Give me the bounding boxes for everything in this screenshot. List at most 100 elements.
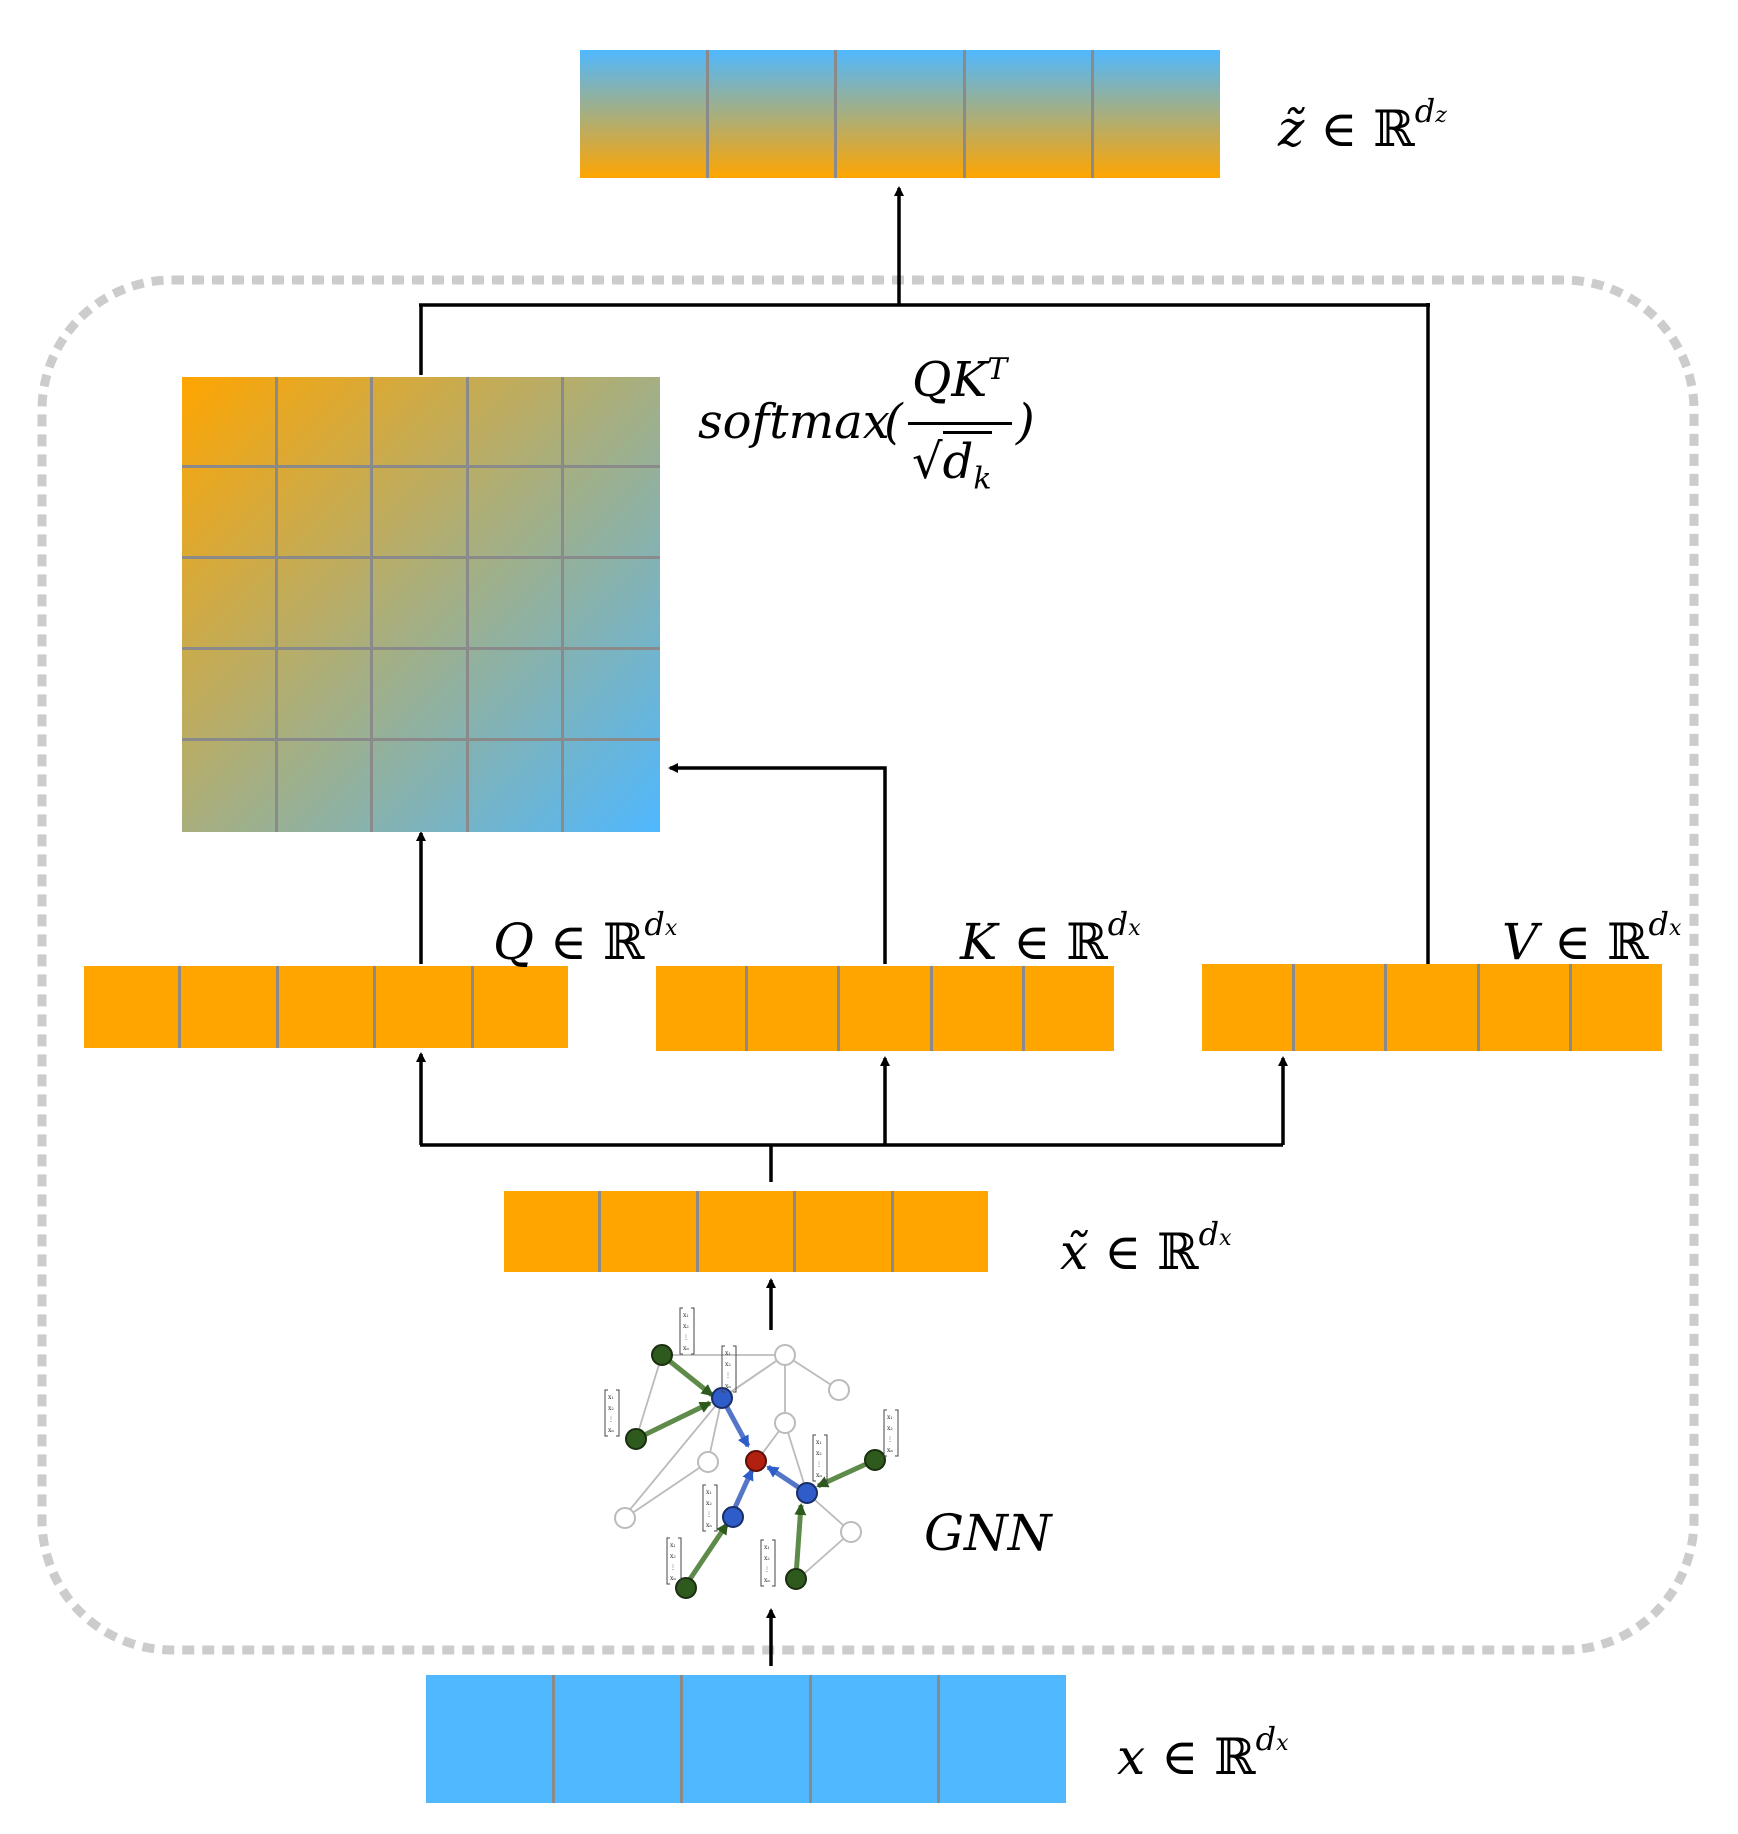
- attention-cell: [373, 559, 469, 650]
- attention-cell: [182, 741, 278, 832]
- svg-text:x₁: x₁: [706, 1489, 712, 1496]
- feature-vector: x₁ x₂ ⋮ xₙ: [679, 1307, 695, 1355]
- softmax-numerator: QKT: [912, 352, 1008, 408]
- feature-vector: x₁ x₂ ⋮ xₙ: [721, 1345, 737, 1393]
- svg-text:xₙ: xₙ: [670, 1575, 676, 1582]
- z-tilde-label: z̃ ∈ ℝdz: [1278, 92, 1447, 158]
- svg-text:xₙ: xₙ: [816, 1472, 822, 1479]
- attention-cell: [373, 377, 469, 468]
- q-label: Q ∈ ℝdx: [493, 905, 678, 971]
- feature-vector: x₁ x₂ ⋮ xₙ: [702, 1484, 718, 1532]
- attention-cell: [373, 741, 469, 832]
- svg-text:x₂: x₂: [887, 1425, 893, 1432]
- svg-text:xₙ: xₙ: [764, 1577, 770, 1584]
- x-tilde-vector: [504, 1191, 988, 1272]
- attention-cell: [277, 377, 374, 468]
- attention-cell: [373, 468, 469, 559]
- gnn-label: GNN: [924, 1504, 1052, 1562]
- svg-text:x₂: x₂: [706, 1500, 712, 1507]
- svg-text:x₁: x₁: [670, 1542, 676, 1549]
- svg-text:x₂: x₂: [683, 1323, 689, 1330]
- svg-text:x₂: x₂: [816, 1450, 822, 1457]
- attention-cell: [182, 559, 278, 650]
- gnn-edge-green: [634, 1400, 712, 1442]
- gnn-hidden-node: [796, 1482, 818, 1504]
- attention-cell: [182, 377, 278, 468]
- softmax-close-paren: ): [1016, 394, 1035, 450]
- z-tilde-vector: [580, 50, 1220, 178]
- softmax-func: softmax: [698, 394, 890, 450]
- attention-cell: [564, 650, 660, 741]
- gnn-edge-green: [683, 1522, 730, 1587]
- attention-cell: [277, 559, 374, 650]
- svg-text:xₙ: xₙ: [683, 1345, 689, 1352]
- feature-vector: x₁ x₂ ⋮ xₙ: [666, 1537, 682, 1585]
- svg-text:⋮: ⋮: [670, 1564, 676, 1571]
- attention-cell: [564, 377, 660, 468]
- svg-text:x₁: x₁: [887, 1414, 893, 1421]
- k-vector: [656, 966, 1114, 1051]
- module-boundary: [37, 275, 1699, 1655]
- v-label: V ∈ ℝdx: [1502, 905, 1682, 971]
- gnn-neighbor-node: [651, 1344, 673, 1366]
- attention-cell: [469, 741, 565, 832]
- svg-text:x₂: x₂: [608, 1405, 614, 1412]
- svg-text:⋮: ⋮: [764, 1566, 770, 1573]
- svg-text:⋮: ⋮: [706, 1511, 712, 1518]
- attention-cell: [373, 650, 469, 741]
- x-label: x ∈ ℝdx: [1117, 1720, 1289, 1786]
- svg-text:⋮: ⋮: [683, 1334, 689, 1341]
- attention-cell: [182, 468, 278, 559]
- svg-text:xₙ: xₙ: [887, 1447, 893, 1454]
- attention-cell: [564, 468, 660, 559]
- svg-text:⋮: ⋮: [887, 1436, 893, 1443]
- softmax-formula: softmax ( QKT √dk ): [698, 352, 1058, 512]
- attention-cell: [468, 650, 565, 741]
- fraction-bar: [908, 422, 1012, 425]
- k-label: K ∈ ℝdx: [960, 905, 1141, 971]
- svg-text:x₁: x₁: [725, 1350, 731, 1357]
- gnn-neighbor-node: [785, 1568, 807, 1590]
- gnn-neighbor-node: [625, 1428, 647, 1450]
- softmax-denominator: √dk: [912, 431, 992, 497]
- attention-cell: [564, 559, 660, 650]
- feature-vector: x₁ x₂ ⋮ xₙ: [812, 1434, 828, 1482]
- svg-text:x₂: x₂: [764, 1555, 770, 1562]
- gnn-neighbor-node: [675, 1577, 697, 1599]
- svg-text:x₂: x₂: [670, 1553, 676, 1560]
- attention-cell: [277, 468, 374, 559]
- arrow-k-to-attention: [668, 763, 887, 964]
- svg-text:x₁: x₁: [683, 1312, 689, 1319]
- gnn-target-node: [745, 1450, 767, 1472]
- svg-text:xₙ: xₙ: [608, 1427, 614, 1434]
- svg-text:xₙ: xₙ: [706, 1522, 712, 1529]
- svg-text:⋮: ⋮: [725, 1372, 731, 1379]
- svg-text:x₁: x₁: [608, 1394, 614, 1401]
- v-vector: [1202, 964, 1662, 1051]
- svg-text:⋮: ⋮: [816, 1461, 822, 1468]
- svg-text:xₙ: xₙ: [725, 1383, 731, 1390]
- gnn-edge-blue: [730, 1468, 755, 1514]
- x-tilde-label: x̃ ∈ ℝdx: [1060, 1215, 1232, 1281]
- svg-text:x₁: x₁: [764, 1544, 770, 1551]
- softmax-open-paren: (: [884, 394, 903, 450]
- gnn-neighbor-node: [864, 1449, 886, 1471]
- attention-cell: [278, 741, 374, 832]
- attention-cell: [468, 377, 565, 468]
- attention-cell: [564, 741, 660, 832]
- gnn-graph: x₁ x₂ ⋮ xₙ x₁ x₂ ⋮ xₙ x₁ x₂ ⋮ xₙ x₁ x₂ ⋮ xₙ x₁ x₂ ⋮ xₙ x₁ x₂ ⋮…: [604, 1307, 899, 1599]
- svg-text:x₂: x₂: [725, 1361, 731, 1368]
- q-vector: [84, 966, 568, 1048]
- attention-cell: [468, 468, 565, 559]
- svg-text:x₁: x₁: [816, 1439, 822, 1446]
- feature-vector: x₁ x₂ ⋮ xₙ: [604, 1389, 620, 1437]
- feature-vector: x₁ x₂ ⋮ xₙ: [883, 1409, 899, 1457]
- gnn-hidden-node: [722, 1506, 744, 1528]
- attention-cell: [468, 559, 565, 650]
- feature-vector: x₁ x₂ ⋮ xₙ: [760, 1539, 776, 1587]
- attention-cell: [182, 650, 278, 741]
- svg-text:⋮: ⋮: [608, 1416, 614, 1423]
- attention-cell: [277, 650, 374, 741]
